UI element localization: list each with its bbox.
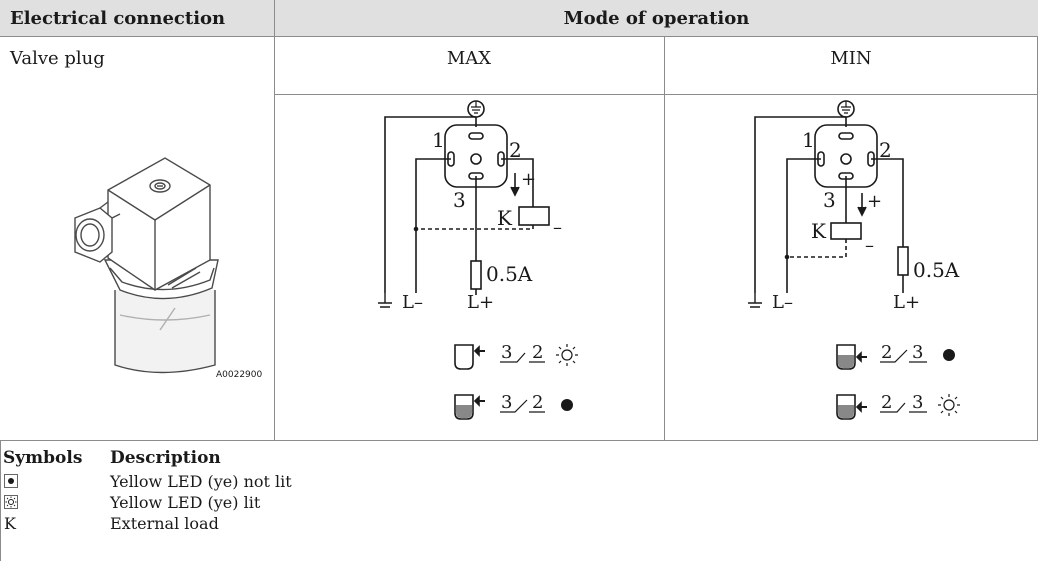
min-l-minus: L–	[772, 292, 793, 313]
header-electrical-connection-cell: Electrical connection	[0, 0, 274, 36]
image-code: A0022900	[216, 370, 263, 380]
legend-symbols-header: Symbols	[3, 448, 83, 468]
min-wiring-diagram: 1 2 3 K + – 0.5A L– L+ 2 3 2 3	[748, 100, 960, 420]
table-divider	[274, 0, 275, 440]
min-state2-from: 2	[881, 392, 892, 413]
legend-row-description: External load	[110, 514, 219, 533]
valve-plug-image	[74, 157, 219, 374]
led-lit-icon	[4, 495, 18, 509]
max-load-label: K	[497, 206, 513, 230]
min-state1-to: 3	[912, 342, 923, 363]
min-l-plus: L+	[893, 292, 920, 313]
max-plus: +	[521, 169, 536, 190]
connection-name: Valve plug	[10, 48, 105, 69]
table-divider	[0, 36, 1038, 37]
min-state2-to: 3	[912, 392, 923, 413]
legend-row-description: Yellow LED (ye) not lit	[110, 472, 292, 491]
max-state1-from: 3	[501, 342, 512, 363]
min-minus: –	[865, 235, 874, 256]
led-not-lit-icon	[943, 349, 955, 361]
min-fuse-label: 0.5A	[913, 258, 960, 282]
table-divider	[664, 36, 665, 440]
min-state1-from: 2	[881, 342, 892, 363]
max-l-plus: L+	[467, 292, 494, 313]
min-load-label: K	[811, 219, 827, 243]
table-divider	[0, 440, 1038, 441]
led-lit-icon	[938, 394, 960, 416]
max-state2-from: 3	[501, 392, 512, 413]
min-pin-2: 2	[879, 138, 892, 162]
legend-description-header: Description	[110, 448, 221, 468]
legend-row-symbol: K	[4, 514, 16, 533]
max-wiring-diagram: 1 2 3 K + – 0.5A L– L+ 3 2 3 2	[378, 100, 578, 420]
header-mode-of-operation: Mode of operation	[563, 7, 750, 29]
max-state1-to: 2	[532, 342, 543, 363]
max-state2-to: 2	[532, 392, 543, 413]
max-l-minus: L–	[402, 292, 423, 313]
min-pin-3: 3	[823, 188, 836, 212]
led-lit-icon	[556, 344, 578, 366]
max-label: MAX	[446, 48, 492, 69]
min-plus: +	[867, 191, 882, 212]
max-pin-1: 1	[432, 128, 445, 152]
legend-row-description: Yellow LED (ye) lit	[110, 493, 261, 512]
legend-divider	[0, 440, 1, 561]
led-not-lit-icon	[4, 474, 18, 488]
table-divider	[274, 94, 1038, 95]
max-fuse-label: 0.5A	[486, 262, 533, 286]
header-electrical-connection: Electrical connection	[10, 7, 226, 29]
max-minus: –	[553, 217, 562, 238]
led-not-lit-icon	[561, 399, 573, 411]
min-label: MIN	[830, 48, 872, 69]
header-mode-of-operation-cell: Mode of operation	[275, 0, 1038, 36]
max-pin-2: 2	[509, 138, 522, 162]
max-pin-3: 3	[453, 188, 466, 212]
min-pin-1: 1	[802, 128, 815, 152]
